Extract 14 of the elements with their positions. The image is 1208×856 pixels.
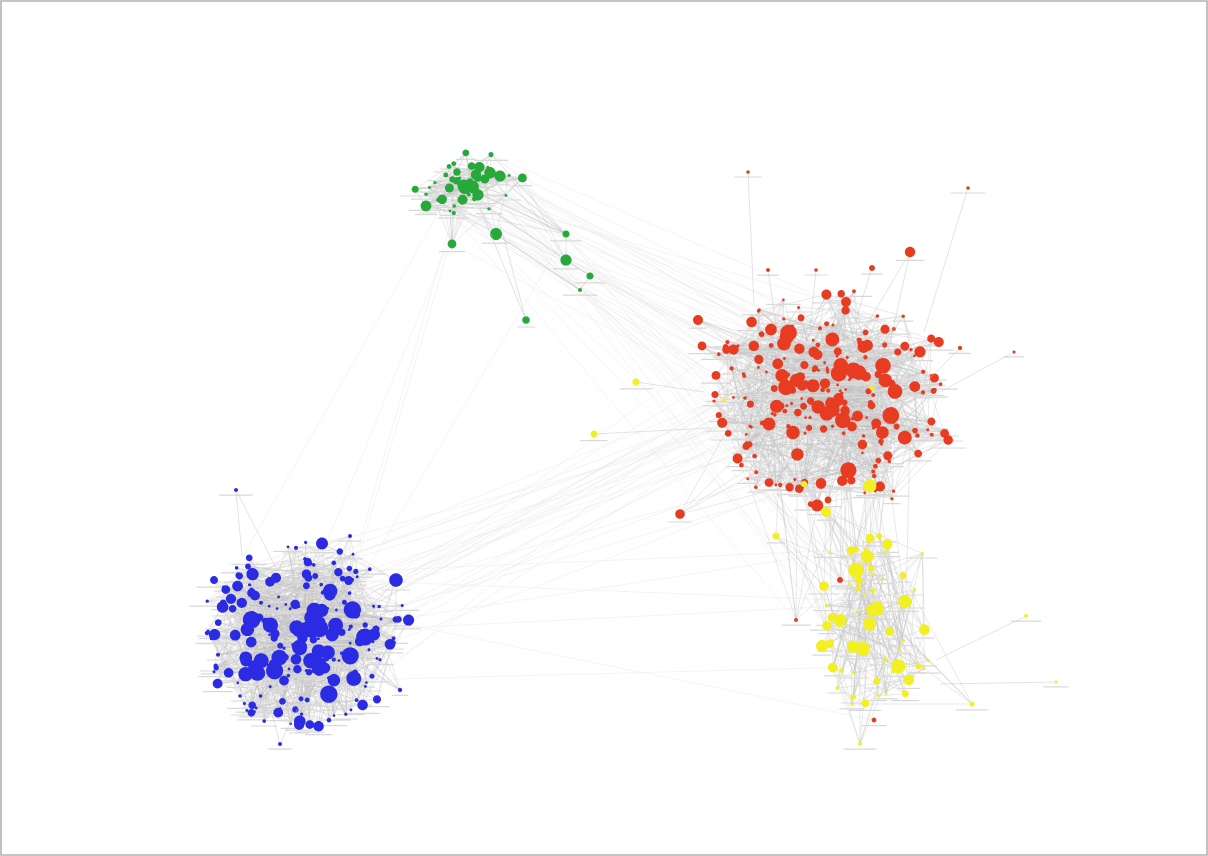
link-line bbox=[768, 272, 777, 325]
link-line bbox=[939, 352, 1013, 393]
link-line bbox=[280, 703, 301, 743]
link-line bbox=[935, 616, 1025, 661]
link-line bbox=[267, 699, 280, 742]
link-line bbox=[639, 382, 705, 393]
link-line bbox=[851, 271, 872, 333]
link-line bbox=[923, 349, 959, 385]
link-line bbox=[923, 189, 968, 333]
link-line bbox=[479, 207, 525, 317]
link-line bbox=[887, 257, 910, 353]
link-line bbox=[859, 256, 908, 337]
link-line bbox=[236, 491, 277, 569]
link-line bbox=[499, 223, 526, 317]
